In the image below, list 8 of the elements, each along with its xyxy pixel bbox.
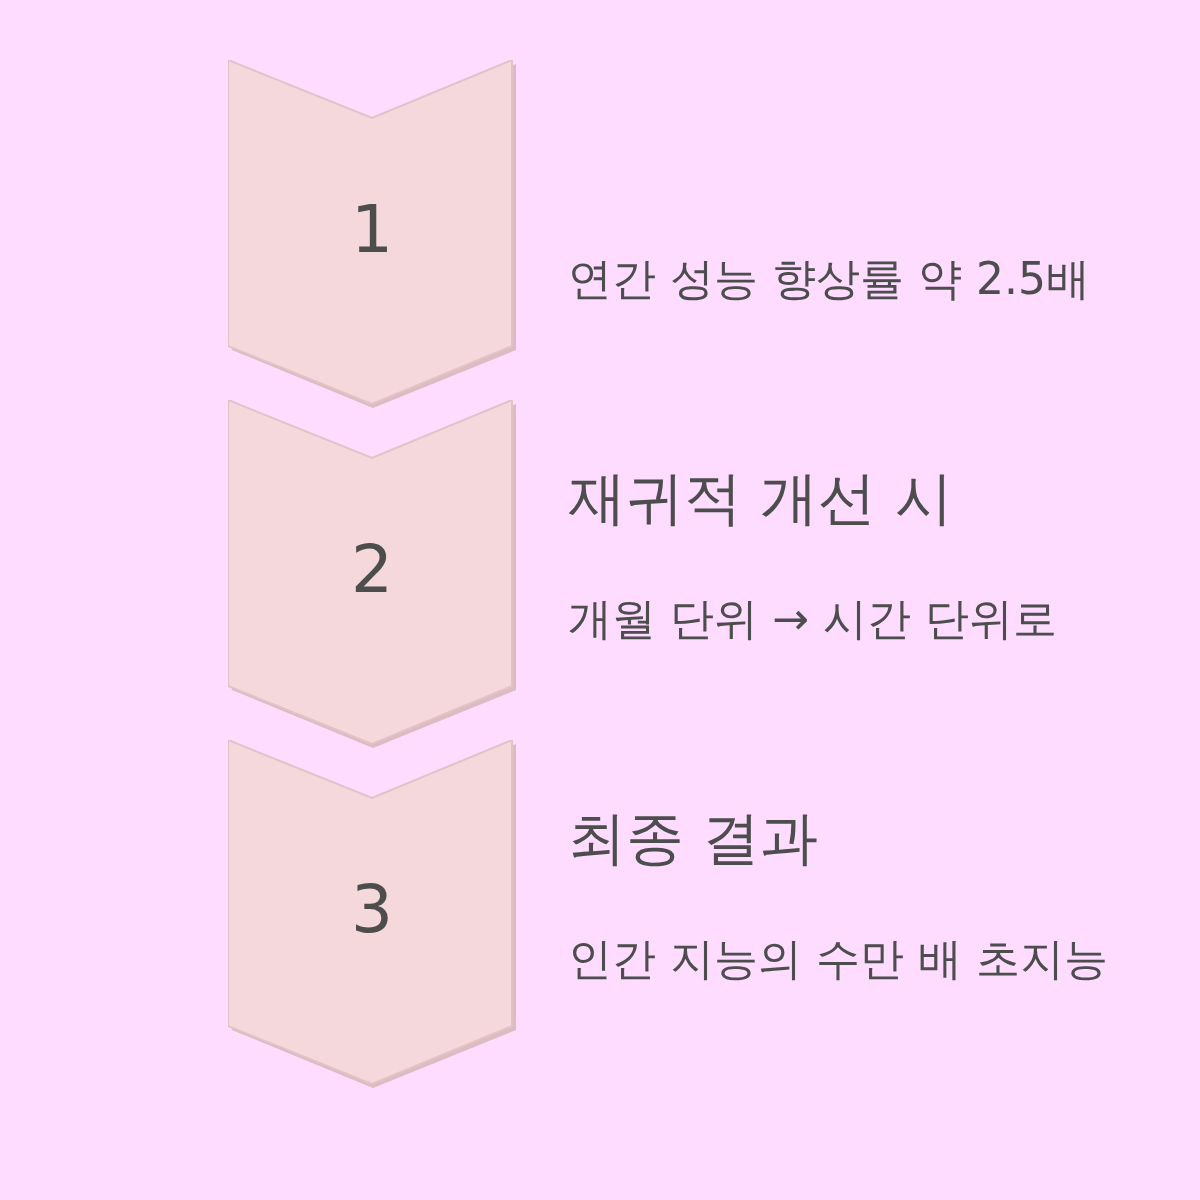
step-number: 2: [350, 535, 394, 605]
step-heading: 최종 결과: [568, 805, 819, 871]
step-heading: 재귀적 개선 시: [568, 465, 953, 531]
step-description: 연간 성능 향상률 약 2.5배: [568, 252, 1090, 306]
step-description: 개월 단위 → 시간 단위로: [568, 592, 1057, 646]
step-number: 3: [350, 875, 394, 945]
step-number: 1: [350, 195, 394, 265]
step-description: 인간 지능의 수만 배 초지능: [568, 932, 1108, 986]
